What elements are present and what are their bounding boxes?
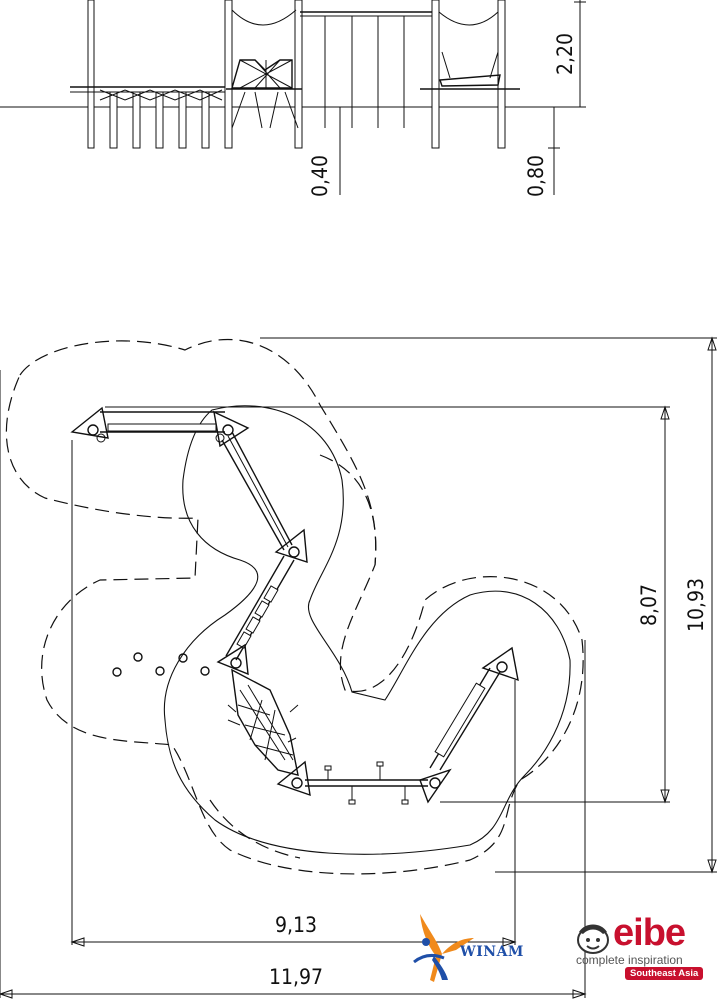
stepping-stone: [155, 666, 165, 676]
log-step: [245, 616, 261, 634]
beam-plank: [434, 682, 486, 758]
plan-view: 9,13 11,97 8,07 10,93: [0, 336, 717, 999]
hanger-handle: [376, 761, 384, 767]
log-chain: [225, 555, 285, 657]
post-bracket: [276, 760, 311, 797]
winam-figure-icon: [413, 914, 474, 982]
rope-curve: [231, 9, 297, 26]
post-cap: [291, 777, 303, 789]
safety-zone-outer: [5, 338, 584, 875]
eibe-logo: eibe complete inspiration Southeast Asia: [573, 912, 713, 982]
stepping-stone: [112, 667, 122, 677]
post-cap: [288, 546, 300, 558]
stepping-stone: [200, 666, 210, 676]
post: [431, 0, 440, 149]
net-legs: [231, 91, 299, 129]
balance-beam: [439, 74, 501, 87]
log-step: [254, 600, 270, 618]
dim-label-8-07: 8,07: [637, 584, 661, 626]
impact-zone: [163, 405, 571, 855]
dim-arrow: [707, 336, 717, 351]
net-mesh: [239, 59, 293, 89]
step-post: [132, 91, 141, 149]
climbing-net: [231, 668, 299, 776]
post: [497, 0, 506, 149]
dim-label-0-80: 0,80: [524, 155, 548, 197]
safety-zone-inner: [209, 454, 377, 859]
post-cap: [215, 433, 225, 443]
diagonal-net: [221, 439, 285, 551]
eibe-region-badge: Southeast Asia: [625, 967, 704, 980]
diagonal-net: [231, 431, 293, 546]
dim-arrow: [572, 989, 587, 999]
hanger-handle: [348, 799, 356, 805]
diagonal-net: [227, 435, 289, 548]
beam-suspension: [441, 51, 499, 79]
dim-label-0-40: 0,40: [308, 155, 332, 197]
step-post: [178, 91, 187, 149]
dim-label-10-93: 10,93: [684, 578, 708, 632]
dim-arrow: [70, 937, 85, 947]
elevation-view: 2,20 0,40 0,80: [0, 0, 586, 197]
post: [87, 0, 95, 149]
balance-beam: [439, 671, 501, 771]
winam-logo: WINAM: [412, 912, 547, 982]
log-step: [236, 631, 252, 649]
rope-zigzag: [99, 89, 223, 101]
log-step: [263, 585, 279, 603]
dim-arrow: [707, 859, 717, 874]
post-bracket: [481, 646, 519, 682]
net-mesh: [237, 684, 294, 761]
step-post: [155, 91, 164, 149]
post-cap: [496, 661, 508, 673]
winam-wordmark: WINAM: [460, 944, 524, 960]
post-cap: [429, 777, 441, 789]
post: [294, 0, 303, 149]
dim-label-9-13: 9,13: [275, 913, 317, 937]
stepping-stone: [178, 653, 188, 663]
hanger-handle: [401, 799, 409, 805]
stepping-stone: [133, 652, 143, 662]
post-cap: [222, 424, 234, 436]
eibe-face-icon: [577, 924, 609, 954]
eibe-wordmark: eibe: [613, 912, 686, 954]
dim-arrow: [660, 789, 670, 804]
post-cap: [96, 433, 106, 443]
post-bracket: [70, 406, 109, 439]
hanger-handle: [324, 765, 332, 771]
rope-curve: [438, 11, 499, 26]
dim-arrow: [660, 405, 670, 420]
dim-arrow: [502, 937, 517, 947]
eibe-tagline: complete inspiration: [576, 953, 683, 967]
post-cap: [87, 424, 99, 436]
post-bracket: [274, 528, 308, 563]
dim-label-11-97: 11,97: [269, 965, 323, 989]
post-cap: [230, 657, 242, 669]
post-bracket: [216, 643, 249, 676]
dim-label-2-20: 2,20: [553, 33, 577, 75]
net-frame: [231, 59, 293, 89]
post: [224, 0, 233, 149]
dim-arrow: [0, 989, 13, 999]
step-post: [109, 91, 118, 149]
bridge-plank: [107, 423, 217, 432]
net-anchor: [227, 704, 299, 743]
step-post: [201, 91, 210, 149]
